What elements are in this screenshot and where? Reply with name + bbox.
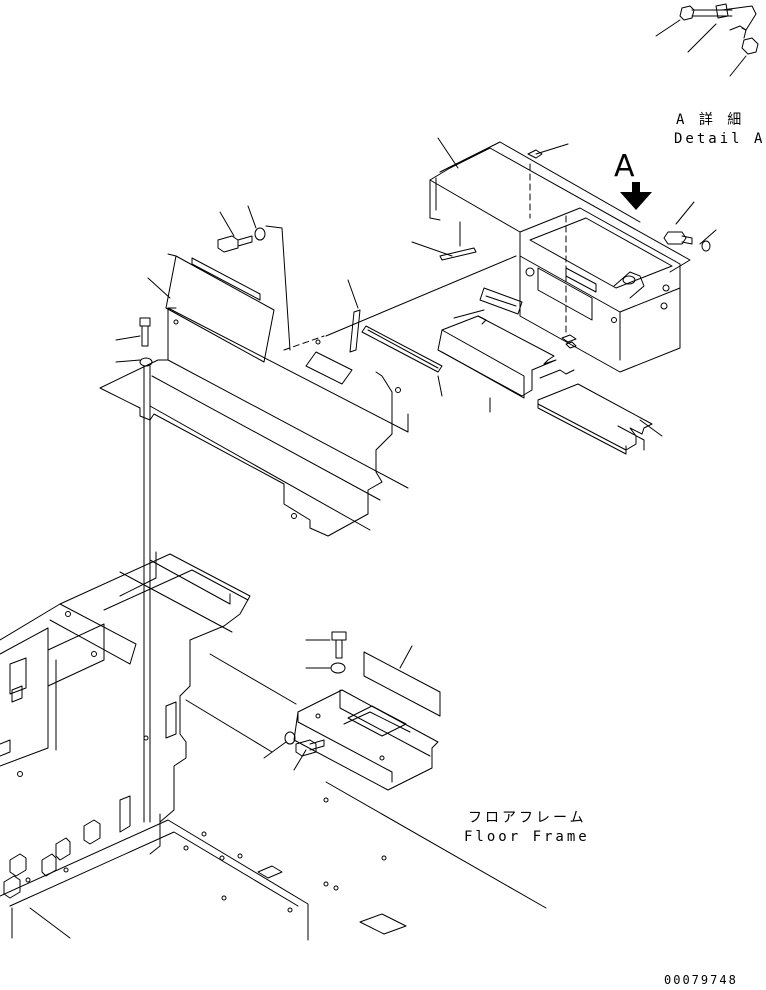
drawing-number: 00079748 <box>664 973 738 987</box>
down-arrow-icon <box>620 182 652 210</box>
upper-cover-box <box>429 141 711 373</box>
floor-frame <box>0 781 547 941</box>
floor-frame-en-label: Floor Frame <box>464 829 590 845</box>
detail-a-en-label: Detail A <box>674 131 766 147</box>
lower-cover <box>185 631 441 791</box>
leader-lines <box>115 137 717 771</box>
lower-frame <box>0 551 251 855</box>
detail-a-hardware <box>655 3 759 77</box>
view-a-letter: A <box>614 149 635 184</box>
side-plates <box>437 315 653 455</box>
strips <box>349 221 523 373</box>
detail-a-jp-label: A 詳 細 <box>676 112 745 128</box>
floor-frame-jp-label: フロアフレーム <box>468 810 587 826</box>
left-bolt <box>139 317 153 823</box>
middle-floor-panel <box>99 225 517 537</box>
